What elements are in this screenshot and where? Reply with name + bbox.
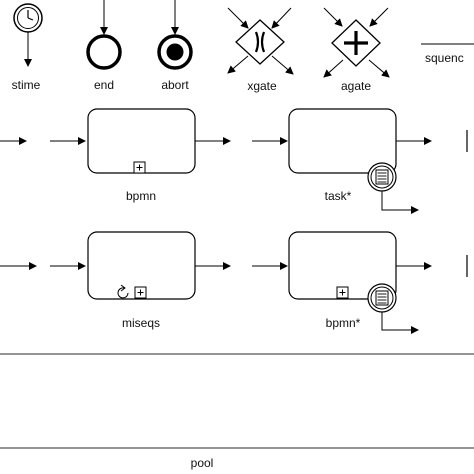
parallel-gateway-icon	[331, 19, 381, 67]
legend-abort: abort	[157, 0, 193, 92]
collapsed-subprocess-icon	[134, 286, 147, 299]
agate-in-arrow	[369, 7, 389, 27]
legend-label: end	[94, 78, 114, 92]
clock-icon	[13, 3, 43, 33]
task-bpmn: bpmn	[87, 108, 196, 203]
exclusive-gateway-icon	[235, 19, 285, 65]
task-bpmn-star: bpmn*	[288, 231, 419, 334]
abort-event-icon	[157, 34, 193, 70]
legend-end: end	[86, 0, 122, 92]
collapsed-subprocess-icon	[133, 161, 146, 174]
legend-sequence: squenc	[421, 43, 474, 65]
legend-stime: stime	[12, 3, 43, 92]
task-label: bpmn*	[326, 316, 361, 330]
legend-agate: agate	[323, 7, 390, 93]
legend-label: stime	[12, 78, 41, 92]
exception-flow-arrow	[381, 191, 419, 214]
task-label: task*	[325, 189, 352, 203]
end-event-icon	[86, 34, 122, 70]
pool-label: pool	[191, 456, 214, 470]
legend-label: agate	[341, 79, 371, 93]
task-label: miseqs	[122, 316, 160, 330]
agate-in-arrow	[323, 7, 343, 27]
loop-icon	[117, 284, 129, 299]
legend-label: abort	[161, 78, 189, 92]
legend-label: squenc	[425, 51, 464, 65]
xgate-out-arrow	[227, 55, 249, 74]
xgate-in-arrow	[227, 7, 249, 29]
task-task-star: task*	[288, 108, 419, 214]
legend-xgate: xgate	[227, 7, 294, 93]
collapsed-subprocess-icon	[336, 286, 349, 299]
task-miseqs: miseqs	[87, 231, 196, 330]
data-store-icon	[367, 283, 397, 313]
task-label: bpmn	[126, 189, 156, 203]
data-store-icon	[367, 162, 397, 192]
xgate-in-arrow	[271, 7, 292, 29]
xgate-out-arrow	[271, 55, 294, 75]
exception-flow-arrow	[381, 312, 419, 334]
agate-out-arrow	[323, 59, 344, 78]
legend-label: xgate	[247, 79, 277, 93]
agate-out-arrow	[368, 59, 390, 78]
